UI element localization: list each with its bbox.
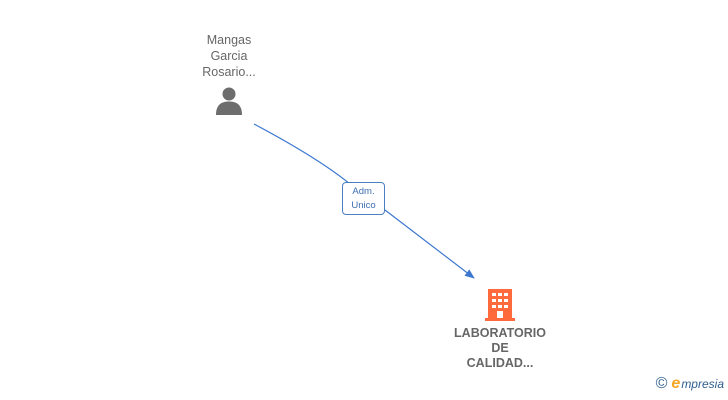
person-name-line: Mangas xyxy=(206,33,252,47)
brand-watermark: © e mpresia xyxy=(656,374,724,394)
copyright-symbol: © xyxy=(655,375,668,392)
person-icon xyxy=(216,87,242,115)
person-name-line: Garcia xyxy=(210,49,248,63)
relation-label[interactable]: Adm. Unico xyxy=(342,182,385,215)
brand-initial: e xyxy=(671,375,681,392)
brand-name: mpresia xyxy=(681,377,724,391)
edge-relation-to-company xyxy=(384,209,475,279)
company-name: LABORATORIO DE CALIDAD... xyxy=(440,326,560,371)
person-node[interactable]: Mangas Garcia Rosario... xyxy=(180,32,278,116)
relation-label-line: Adm. xyxy=(352,186,375,197)
person-name: Mangas Garcia Rosario... xyxy=(180,32,278,80)
company-node[interactable]: LABORATORIO DE CALIDAD... xyxy=(440,287,560,371)
company-name-line: LABORATORIO xyxy=(454,326,546,340)
building-icon xyxy=(485,289,515,321)
company-name-line: DE xyxy=(491,341,509,355)
edge-person-to-relation xyxy=(253,123,351,185)
relation-label-line: Unico xyxy=(351,200,376,211)
company-name-line: CALIDAD... xyxy=(466,356,534,370)
person-name-line: Rosario... xyxy=(202,65,256,79)
